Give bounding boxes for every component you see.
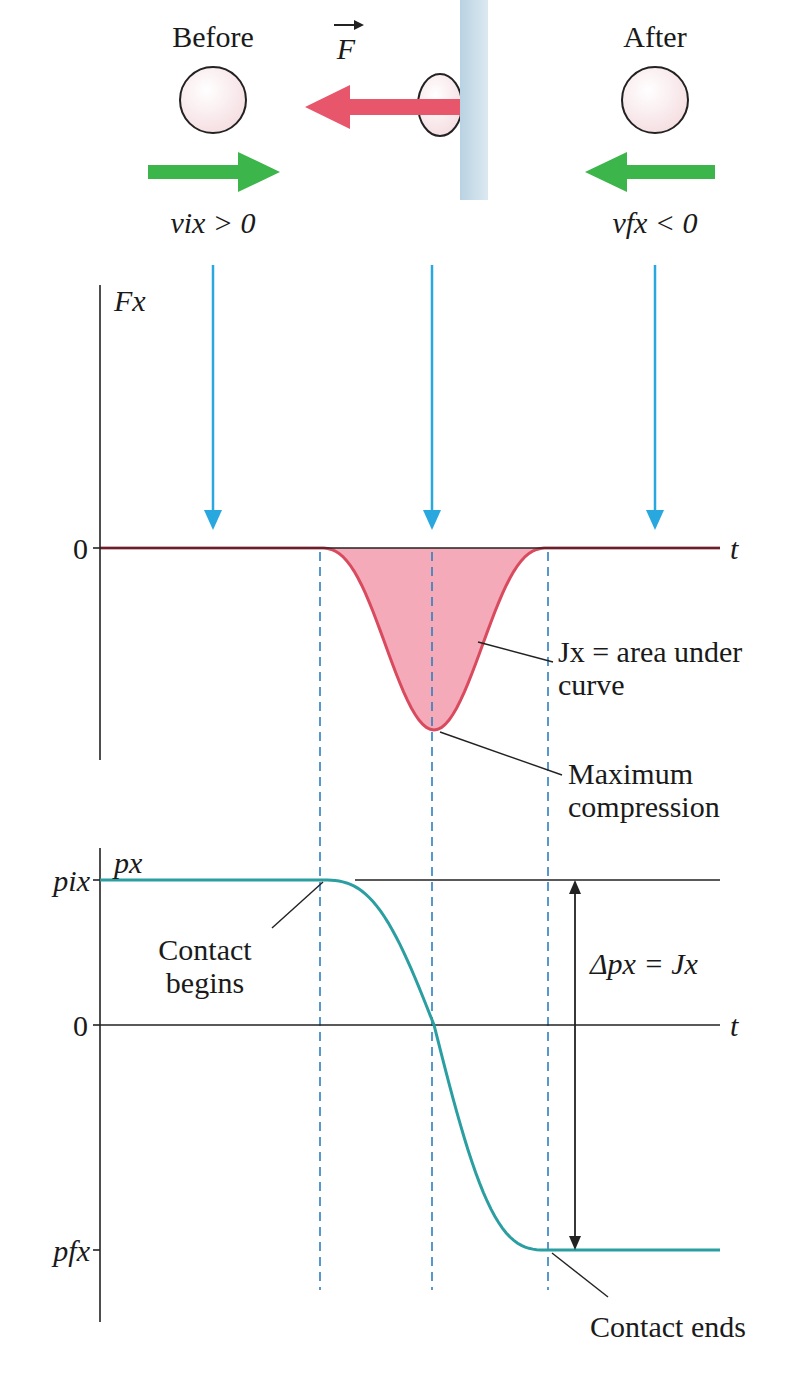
ball-before (180, 67, 246, 133)
delta-arrow-head (569, 880, 581, 894)
delta-arrow (574, 892, 576, 1238)
callout-label: Contact ends (588, 1310, 748, 1343)
dashed-guides (320, 552, 548, 1290)
tick-label: 0 (73, 532, 88, 565)
pointer-arrows (213, 265, 655, 514)
velocity-label: vfx < 0 (612, 206, 697, 239)
velocity-arrow (148, 152, 280, 192)
pointer-heads (204, 510, 664, 530)
momentum-line (100, 880, 720, 1250)
tick-label: pfx (53, 1234, 90, 1267)
force-arrow (305, 85, 462, 129)
axis-label: t (730, 532, 738, 565)
callout-label: Maximum compression (568, 757, 798, 823)
tick-label: pix (53, 864, 90, 897)
axis-label: t (730, 1009, 738, 1042)
momentum-curve (100, 880, 720, 1250)
leader-lines (272, 642, 608, 1297)
state-label: After (623, 20, 686, 53)
velocity-label: vix > 0 (170, 206, 255, 239)
callout-label: Jx = area under curve (558, 635, 743, 701)
momentum-axes (93, 848, 720, 1322)
ball-after (622, 67, 688, 133)
axis-label: Fx (114, 284, 146, 317)
velocity-arrow (585, 152, 715, 192)
callout-label: Contact begins (120, 933, 290, 999)
state-label: Before (172, 20, 254, 53)
vector-label: F (337, 32, 355, 65)
tick-label: 0 (73, 1009, 88, 1042)
wall (460, 0, 488, 200)
vector-arrow (334, 24, 356, 26)
axis-label: px (114, 846, 142, 879)
delta-arrow-head (569, 1236, 581, 1250)
force-axes (93, 285, 720, 760)
equation-label: Δpx = Jx (590, 947, 698, 980)
vector-arrow-head (354, 20, 364, 30)
